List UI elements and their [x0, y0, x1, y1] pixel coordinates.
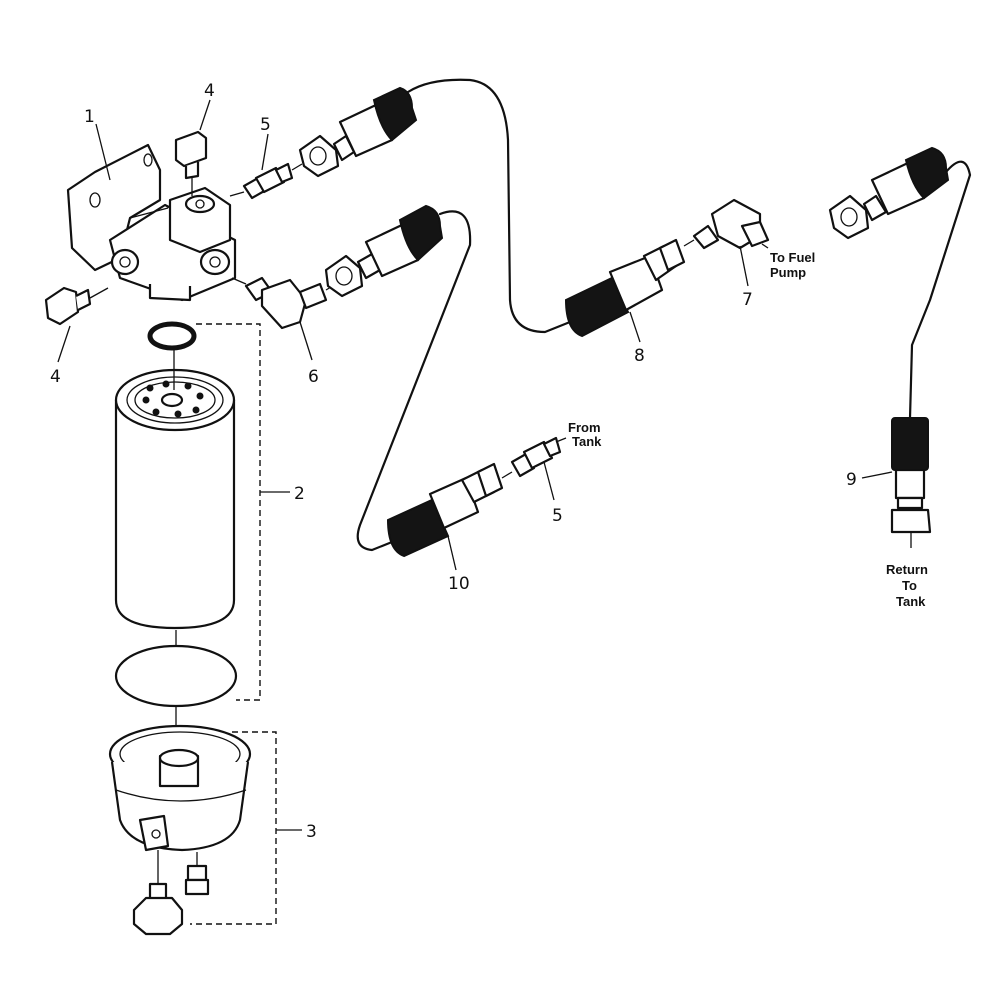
to-fuel-pump-line-2: Pump	[770, 265, 806, 280]
bracket-2	[196, 323, 290, 701]
filter-seal-ring-part	[114, 630, 238, 730]
filter-head-part	[66, 143, 237, 302]
hose-end-upper-part	[298, 86, 418, 178]
callout-3: 3	[306, 822, 317, 842]
from-tank-line-2: Tank	[572, 434, 602, 449]
callout-5-lower: 5	[552, 506, 563, 526]
flow-annotations: To Fuel Pump From Tank Return To Tank	[568, 250, 928, 609]
hose-assembly-9-part	[890, 417, 932, 548]
plug-top-part	[174, 130, 208, 196]
plug-left-part	[44, 286, 109, 326]
hose-assembly-8-part	[564, 238, 686, 338]
hose-end-lower-part	[324, 204, 444, 298]
hose-lines	[356, 78, 972, 552]
to-fuel-pump-line-1: To Fuel	[770, 250, 815, 265]
callout-8: 8	[634, 346, 645, 366]
callout-9: 9	[846, 470, 857, 490]
return-to-tank-line-3: Tank	[896, 594, 926, 609]
callout-2: 2	[294, 484, 305, 504]
o-ring-part	[147, 321, 197, 351]
adapter-top-part	[229, 162, 303, 200]
bracket-3	[190, 731, 302, 925]
return-to-tank-line-1: Return	[886, 562, 928, 577]
callout-7: 7	[742, 290, 753, 310]
return-to-tank-line-2: To	[902, 578, 917, 593]
callout-6: 6	[308, 367, 319, 387]
from-tank-line-1: From	[568, 420, 601, 435]
hose-assembly-10-part	[386, 462, 504, 558]
leader-lines	[57, 99, 893, 571]
callout-4-top: 4	[204, 81, 215, 101]
water-separator-bowl-part	[108, 724, 252, 936]
callout-10: 10	[448, 574, 470, 594]
callout-labels: 1 2 3 4 4 5 5 6 7 8 9 10	[50, 81, 857, 842]
filter-element-part	[114, 350, 236, 630]
callout-1: 1	[84, 107, 95, 127]
elbow-7-part	[683, 198, 770, 250]
hose-end-9-upper-part	[828, 146, 950, 240]
elbow-fitting-part	[231, 276, 337, 330]
callout-5-top: 5	[260, 115, 271, 135]
adapter-lower-part	[501, 436, 562, 479]
callout-4-left: 4	[50, 367, 61, 387]
